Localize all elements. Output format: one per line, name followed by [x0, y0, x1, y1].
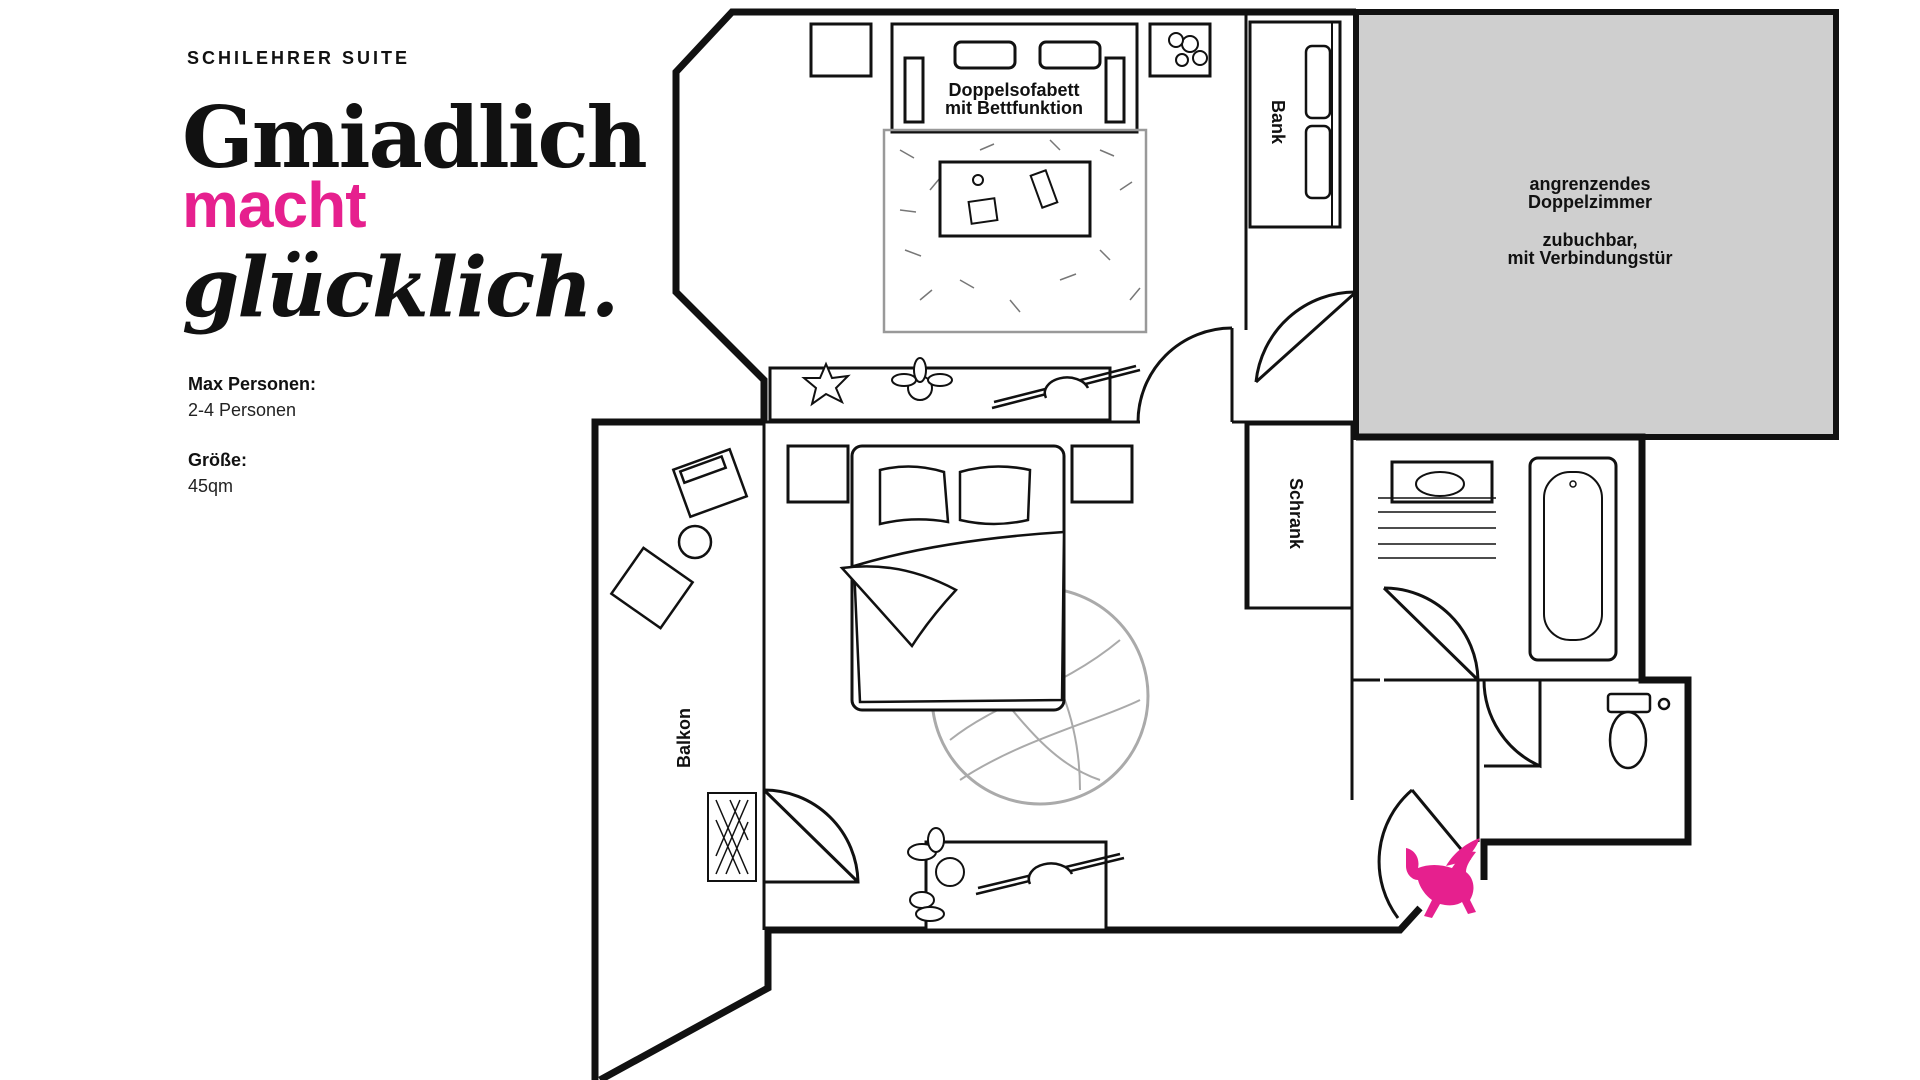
- headline-line-2: macht: [182, 169, 366, 241]
- adjacent-room-label-1: angrenzendes: [1529, 174, 1650, 194]
- inner-walls: [762, 12, 1642, 930]
- desk: [924, 840, 1108, 932]
- duvet-fold: [839, 565, 959, 649]
- pillow: [958, 465, 1032, 526]
- adjacent-room-label-4: mit Verbindungstür: [1507, 248, 1672, 268]
- bench-label: Bank: [1268, 100, 1288, 145]
- max-persons-label: Max Personen:: [188, 374, 317, 394]
- plant-icon: [907, 827, 965, 922]
- lamp-icon: [991, 364, 1141, 410]
- doors: [762, 290, 1542, 919]
- info-panel: SCHILEHRER SUITE Gmiadlich macht glückli…: [0, 0, 648, 1080]
- suite-name: SCHILEHRER SUITE: [187, 48, 411, 68]
- outer-walls: [591, 8, 1692, 1080]
- adjacent-room-label-2: Doppelzimmer: [1528, 192, 1652, 212]
- size-value: 45qm: [188, 476, 234, 496]
- sofa-bed-label-2: mit Bettfunktion: [945, 98, 1083, 118]
- headline-line-1: Gmiadlich: [182, 88, 648, 187]
- wardrobe: [1246, 422, 1354, 610]
- headline-line-3: glücklich.: [182, 240, 619, 336]
- nightstand: [1070, 444, 1134, 504]
- side-table: [1148, 22, 1212, 78]
- size-label: Größe:: [188, 450, 248, 470]
- pegasus-logo-icon: [1406, 838, 1480, 918]
- adjacent-room: [1353, 9, 1839, 440]
- balcony-chair: [609, 447, 749, 630]
- bathtub-icon: [1528, 456, 1618, 662]
- wardrobe-label: Schrank: [1286, 478, 1306, 550]
- pillow: [878, 465, 950, 526]
- doormat: [707, 792, 757, 882]
- adjacent-room-label-3: zubuchbar,: [1542, 230, 1637, 250]
- plant-icon: [801, 357, 953, 407]
- sofa-bed: [890, 22, 1139, 134]
- max-persons-value: 2-4 Personen: [188, 400, 297, 420]
- bath-mat: [1378, 497, 1496, 559]
- coffee-table: [938, 160, 1092, 238]
- nightstand: [786, 444, 850, 504]
- side-table: [809, 22, 873, 78]
- balcony: Balkon: [609, 447, 757, 882]
- plant-icon: [1168, 32, 1208, 67]
- living-rug: [882, 128, 1148, 334]
- sofa-bed-label-1: Doppelsofabett: [948, 80, 1079, 100]
- lamp-icon: [975, 852, 1125, 896]
- balcony-label: Balkon: [674, 708, 694, 768]
- toilet-icon: [1606, 692, 1671, 770]
